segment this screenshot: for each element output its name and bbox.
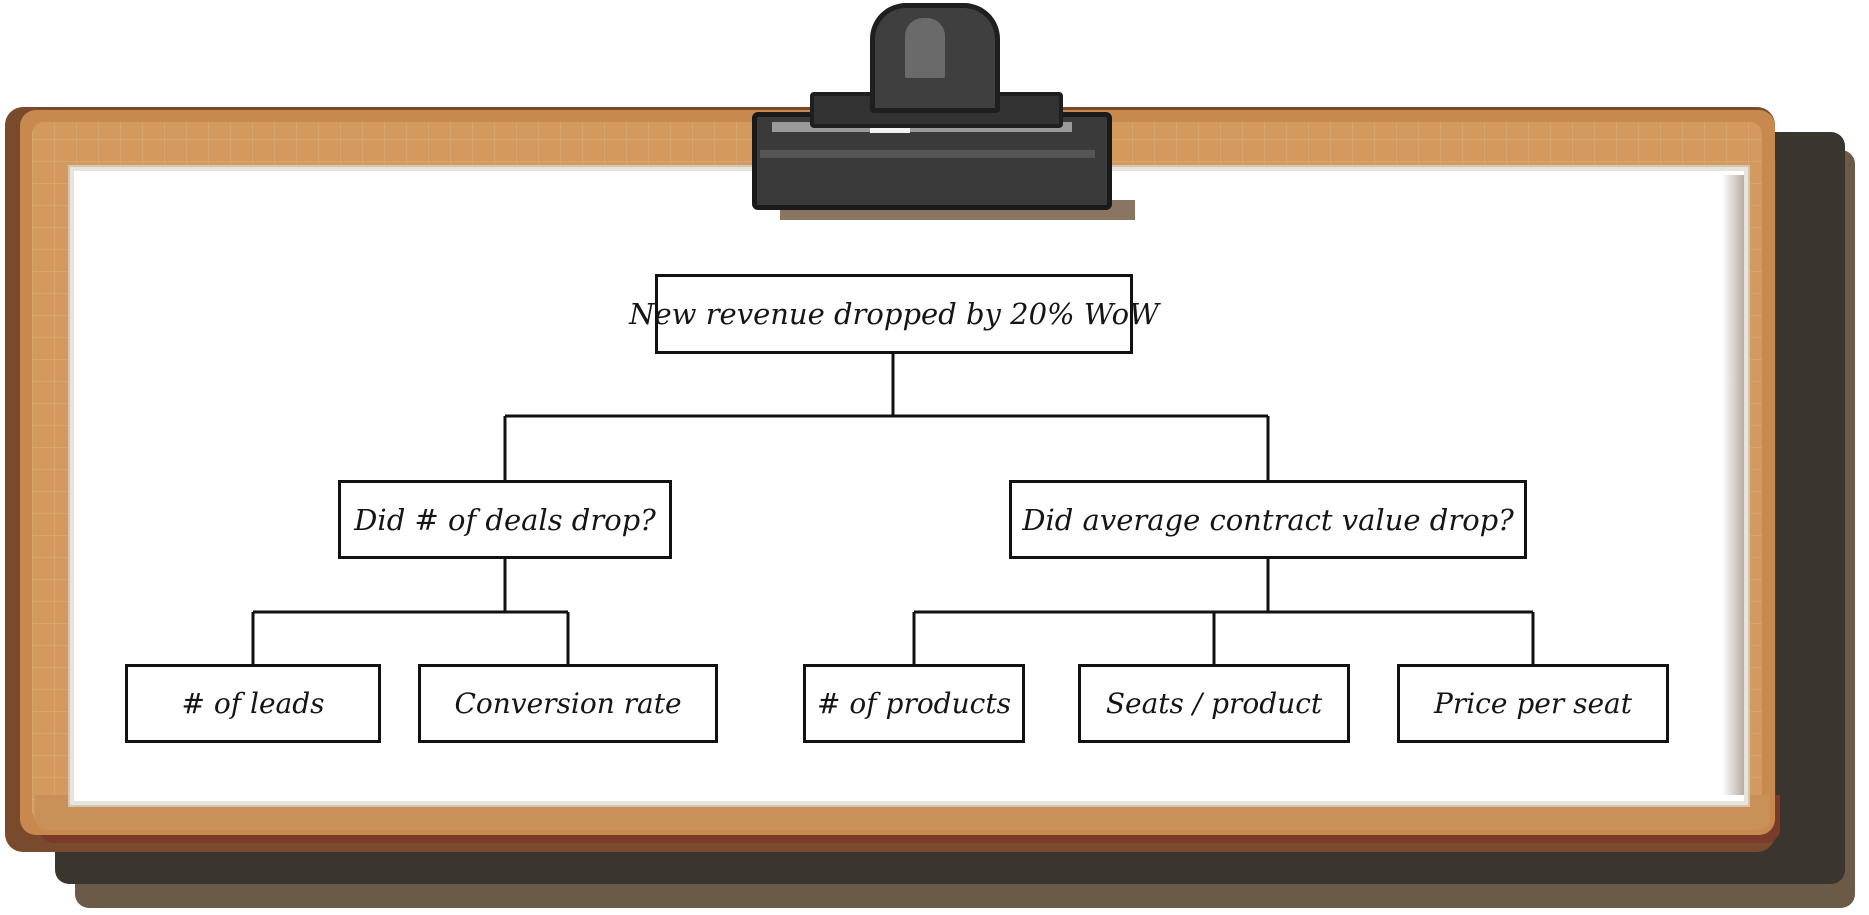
clip-band: [760, 150, 1095, 158]
driver-node-price-per-seat: Price per seat: [1397, 664, 1669, 743]
branch-node-deals: Did # of deals drop?: [338, 480, 672, 559]
branch-node-contract-value: Did average contract value drop?: [1009, 480, 1527, 559]
driver-node-products: # of products: [803, 664, 1025, 743]
root-node: New revenue dropped by 20% WoW: [629, 274, 1159, 354]
driver-node-leads: # of leads: [125, 664, 381, 743]
driver-node-conversion-rate: Conversion rate: [418, 664, 718, 743]
clip-handle-highlight: [905, 18, 945, 78]
paper-shade: [1722, 175, 1744, 795]
driver-node-seats-per-product: Seats / product: [1078, 664, 1350, 743]
